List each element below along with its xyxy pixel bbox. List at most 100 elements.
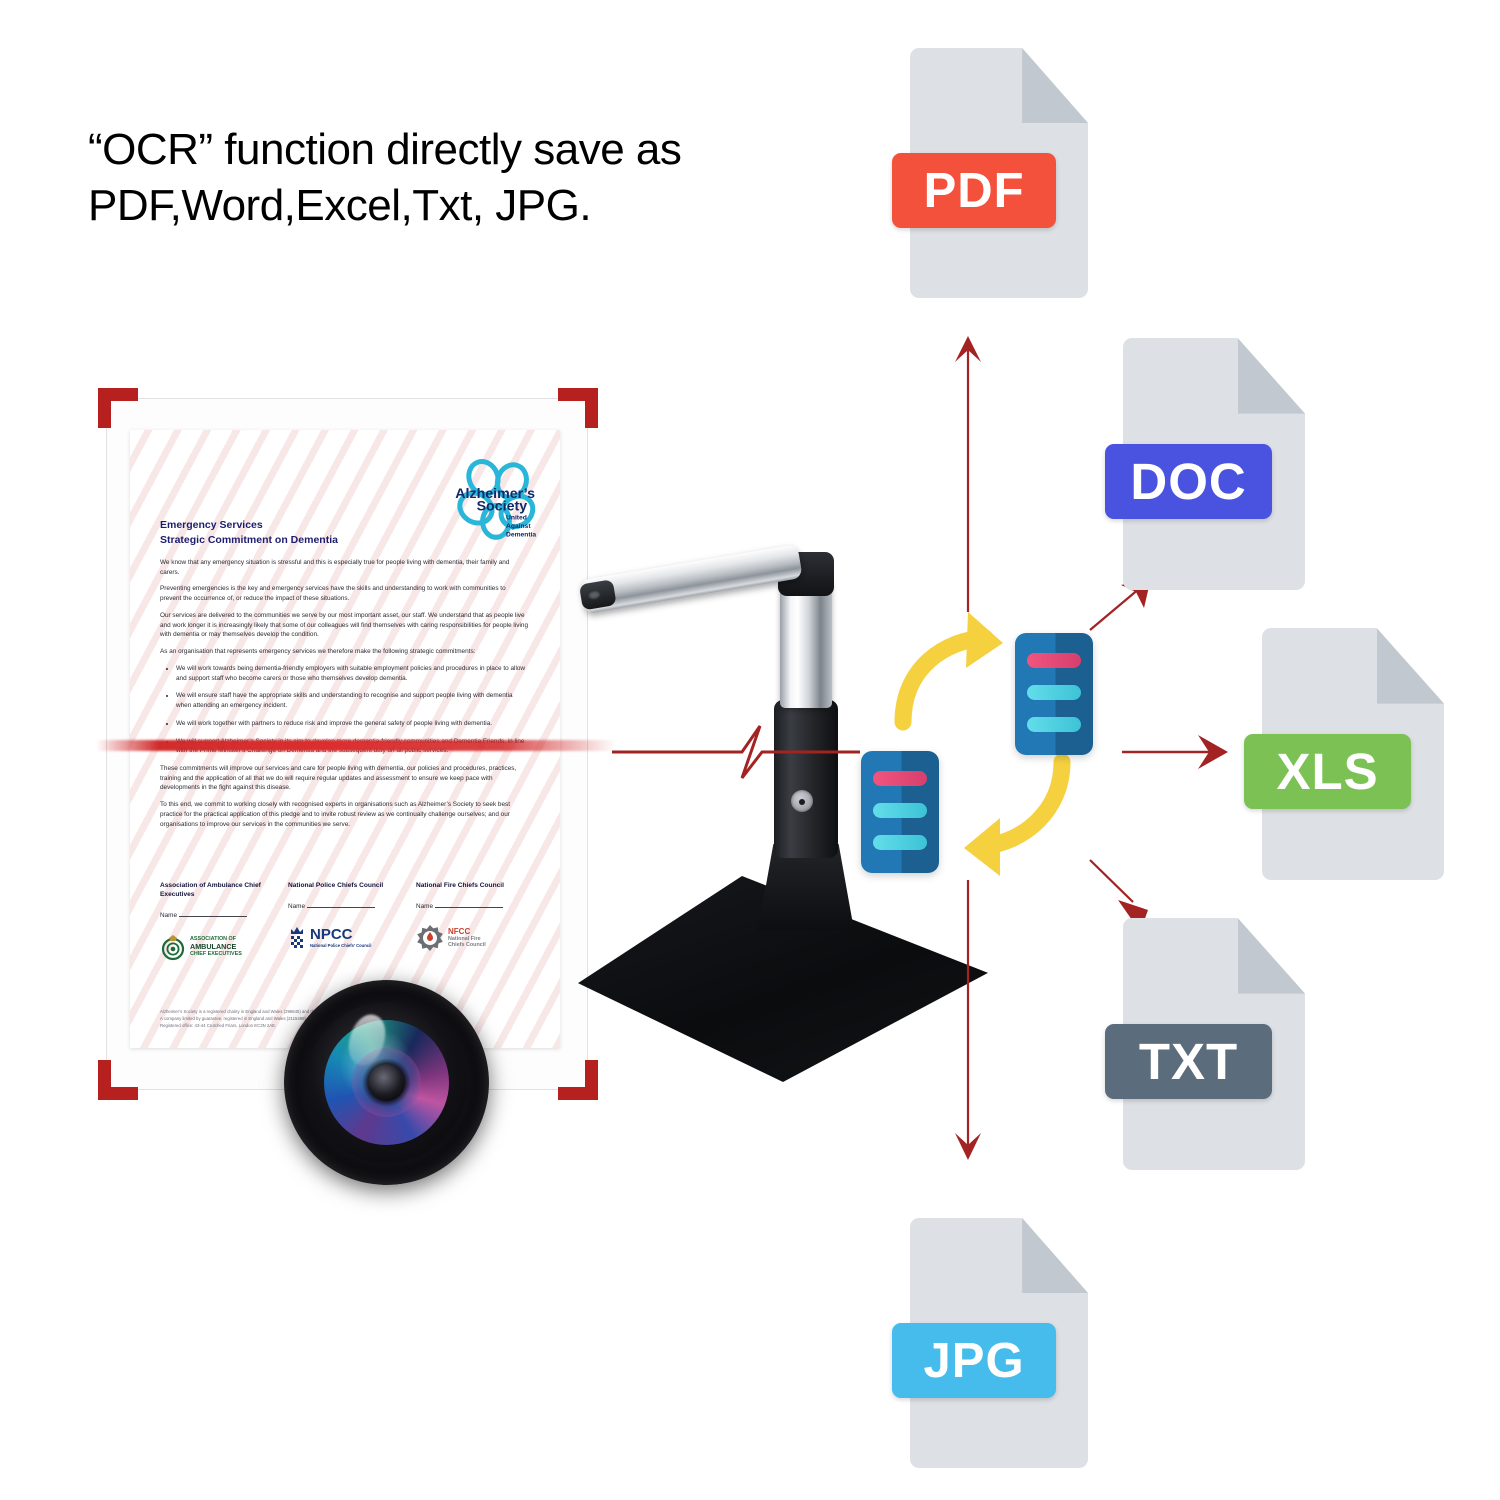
nfcc-logo-line1: NFCC (448, 927, 471, 937)
scanner-power-button[interactable] (791, 790, 813, 812)
hub-card-bar-pink (873, 771, 927, 786)
file-corner-fold (1022, 1218, 1088, 1293)
nfcc-logo: NFCC National Fire Chiefs Council (416, 921, 530, 955)
file-icon-pdf[interactable]: PDF (892, 48, 1088, 298)
crop-corner-top-right (558, 388, 598, 428)
scanner-lower-column (774, 700, 838, 858)
logo-tag1: United (506, 515, 527, 522)
aace-crest-icon (161, 934, 185, 960)
signatory-org: Association of Ambulance Chief Executive… (160, 882, 261, 898)
document-footer: Alzheimer’s Society is a registered char… (160, 1008, 510, 1029)
nfcc-logo-line3: Chiefs Council (448, 942, 486, 949)
document-title-line-2: Strategic Commitment on Dementia (160, 534, 338, 547)
aace-logo: ASSOCIATION OF AMBULANCE CHIEF EXECUTIVE… (160, 930, 274, 964)
signatory-org: National Police Chiefs Council (288, 882, 384, 889)
signatory-block: Association of Ambulance Chief Executive… (160, 882, 274, 964)
page-headline: “OCR” function directly save as PDF,Word… (88, 122, 848, 235)
conversion-hub (855, 605, 1115, 885)
document-title-line-1: Emergency Services (160, 519, 263, 531)
file-icon-jpg[interactable]: JPG (892, 1218, 1088, 1468)
document-paragraph: As an organisation that represents emerg… (160, 648, 476, 656)
document-scanner-device (528, 538, 988, 1098)
file-label-txt: TXT (1138, 1033, 1239, 1091)
hub-card-bar-cyan (873, 803, 927, 818)
hub-card-bar-cyan (1027, 685, 1081, 700)
hub-card-bar-cyan (1027, 717, 1081, 732)
signature-line (434, 906, 503, 908)
document-footer-line: Registered office: 43-44 Crutched Friars… (160, 1023, 277, 1029)
headline-line-1: “OCR” function directly save as (88, 125, 682, 174)
file-badge-pdf: PDF (892, 153, 1056, 228)
signatory-name-label: Name (416, 902, 434, 910)
file-icon-xls[interactable]: XLS (1243, 628, 1444, 880)
headline-line-2: PDF,Word,Excel,Txt, JPG. (88, 181, 592, 231)
file-badge-xls: XLS (1243, 733, 1412, 810)
hub-card-target (1015, 633, 1093, 755)
document-bullet: We will ensure staff have the appropriat… (176, 691, 528, 710)
document-paragraph: We know that any emergency situation is … (160, 559, 510, 576)
alzheimers-logo-svg: Alzheimer’s Society United Against Demen… (455, 459, 536, 540)
document-title: Emergency Services Strategic Commitment … (160, 518, 460, 548)
document-footer-line: Alzheimer’s Society is a registered char… (160, 1009, 352, 1014)
document-paragraph: Our services are delivered to the commun… (160, 611, 528, 639)
scanner-stand-foot (758, 844, 854, 930)
scanner-camera-head (578, 579, 617, 611)
logo-line1: Alzheimer’s (455, 486, 535, 502)
aace-logo-line2: AMBULANCE (190, 941, 237, 951)
document-paragraph: These commitments will improve our servi… (160, 765, 517, 792)
crop-corner-top-left (98, 388, 138, 428)
crop-corner-bottom-left (98, 1060, 138, 1100)
signatory-name-label: Name (160, 911, 178, 919)
scan-laser-line (96, 740, 616, 751)
document-paragraph: Preventing emergencies is the key and em… (160, 585, 506, 603)
arrow-to-xls (1122, 735, 1228, 769)
hub-card-bar-cyan (873, 835, 927, 850)
hub-card-source (861, 751, 939, 873)
logo-tag2: Against (506, 523, 531, 530)
file-corner-fold (1376, 628, 1444, 704)
file-badge-doc: DOC (1104, 443, 1273, 520)
aace-logo-line1: ASSOCIATION OF (190, 936, 237, 943)
npcc-logo: NPCC National Police Chiefs’ Council (288, 921, 402, 955)
logo-line2: Society (477, 499, 528, 515)
alzheimers-society-logo: Alzheimer’s Society United Against Demen… (450, 456, 542, 540)
file-label-doc: DOC (1130, 453, 1247, 511)
file-corner-fold (1237, 338, 1305, 414)
signature-line (306, 906, 375, 908)
file-icon-doc[interactable]: DOC (1104, 338, 1305, 590)
scanner-upper-column (780, 580, 832, 708)
file-corner-fold (1022, 48, 1088, 123)
signature-line (178, 915, 247, 917)
file-badge-jpg: JPG (892, 1323, 1056, 1398)
signatory-row: Association of Ambulance Chief Executive… (160, 882, 530, 964)
signatory-block: National Fire Chiefs Council Name NFCC N… (416, 882, 530, 964)
document-bullet: We will work together with partners to r… (176, 719, 528, 729)
document-bullet: We will work towards being dementia-frie… (176, 664, 528, 683)
nfcc-star-icon (417, 924, 443, 951)
file-corner-fold (1237, 918, 1305, 994)
scanner-lens-eye-icon (587, 589, 602, 601)
file-label-xls: XLS (1276, 743, 1379, 801)
lens-aperture (368, 1064, 405, 1101)
file-label-jpg: JPG (923, 1333, 1025, 1388)
logo-tag3: Dementia (506, 531, 536, 538)
hub-card-bar-pink (1027, 653, 1081, 668)
npcc-crown-icon (291, 926, 303, 948)
scanner-stage: Alzheimer’s Society United Against Demen… (96, 388, 988, 1185)
camera-lens-graphic (284, 980, 489, 1185)
npcc-logo-line2: National Police Chiefs’ Council (310, 943, 372, 949)
document-body: We know that any emergency situation is … (160, 558, 528, 836)
scanned-document-page: Alzheimer’s Society United Against Demen… (130, 430, 560, 1048)
file-label-pdf: PDF (923, 163, 1025, 218)
signatory-name-label: Name (288, 902, 306, 910)
signatory-org: National Fire Chiefs Council (416, 882, 504, 889)
aace-logo-line3: CHIEF EXECUTIVES (190, 950, 242, 957)
signatory-block: National Police Chiefs Council Name (288, 882, 402, 964)
nfcc-logo-line2: National Fire (448, 936, 481, 943)
document-paragraph: To this end, we commit to working closel… (160, 801, 510, 828)
document-footer-line: A company limited by guarantee, register… (160, 1016, 360, 1022)
file-icon-txt[interactable]: TXT (1104, 918, 1305, 1170)
scanner-camera-arm (578, 544, 803, 615)
file-badge-txt: TXT (1104, 1023, 1273, 1100)
crop-corner-bottom-right (558, 1060, 598, 1100)
